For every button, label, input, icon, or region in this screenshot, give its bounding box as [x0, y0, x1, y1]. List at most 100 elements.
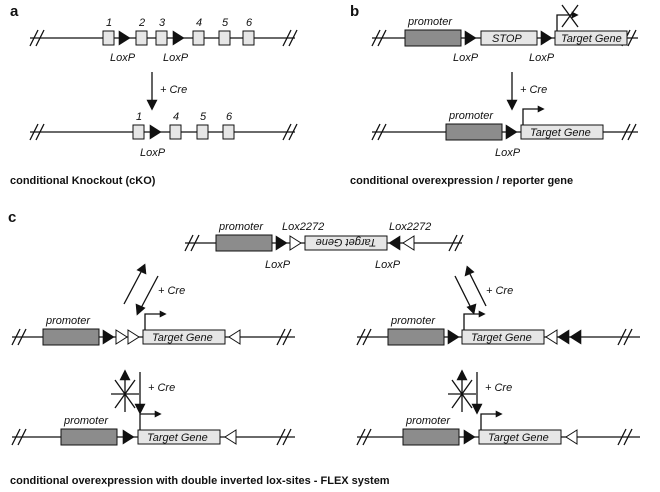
break-mark [29, 123, 45, 141]
arrow-head [471, 403, 483, 415]
promoter-box [42, 328, 100, 346]
caption-c: conditional overexpression with double i… [10, 475, 390, 487]
arrow-head [466, 303, 477, 315]
loxp-site-inverted [557, 329, 570, 345]
panel-label-a: a [10, 3, 19, 20]
break-mark [184, 234, 200, 252]
loxp-site [540, 30, 553, 46]
lox2272-site-inverted [228, 329, 241, 345]
exon-number: 4 [173, 111, 179, 123]
loxp-site [275, 235, 288, 251]
exon-number: 1 [136, 111, 142, 123]
c-left-middle-construct: promoter Target Gene [11, 310, 295, 346]
target-gene-label: Target Gene [488, 432, 549, 444]
loxp-label: LoxP [375, 259, 401, 271]
c-right-bottom-construct: promoter Target Gene [356, 410, 640, 446]
loxp-label: LoxP [265, 259, 291, 271]
blocked-cross [561, 4, 579, 28]
promoter-box [402, 428, 460, 446]
arrow-head [136, 263, 147, 275]
caption-a: conditional Knockout (cKO) [10, 175, 156, 187]
target-gene-box [554, 30, 628, 46]
loxp-site [505, 124, 518, 140]
stop-box [480, 30, 538, 46]
exon-1 [102, 30, 115, 46]
loxp-site [464, 30, 477, 46]
panel-label-b: b [350, 3, 359, 20]
target-gene-label: Target Gene [561, 33, 622, 45]
arrow-head [146, 99, 158, 111]
target-gene-inverted-box [304, 235, 388, 251]
break-mark [371, 123, 387, 141]
break-mark [371, 29, 387, 47]
break-mark [617, 428, 633, 446]
break-mark [29, 29, 45, 47]
cre-label: + Cre [520, 84, 547, 96]
target-gene-box [142, 329, 226, 345]
loxp-label: LoxP [110, 52, 136, 64]
lox2272-label: Lox2272 [389, 221, 431, 233]
loxp-site-inverted [569, 329, 582, 345]
break-mark [282, 29, 298, 47]
promoter-label: promoter [63, 415, 109, 427]
transcription-arrow [556, 14, 574, 31]
target-gene-label: Target Gene [152, 332, 213, 344]
lox2272-site [289, 235, 302, 251]
stop-label: STOP [492, 33, 522, 45]
break-mark [11, 328, 27, 346]
c-right-lower-arrows: + Cre [448, 369, 512, 415]
exon-number: 2 [138, 17, 145, 29]
arrow-head [134, 403, 146, 415]
break-mark [621, 123, 637, 141]
promoter-box [404, 29, 462, 47]
blocked-star [111, 379, 139, 409]
lox2272-site-inverted [402, 235, 415, 251]
loxp-site [172, 30, 185, 46]
loxp-site-inverted [388, 235, 401, 251]
arrow-head [456, 369, 468, 381]
exon-1 [132, 124, 145, 140]
break-mark [617, 328, 633, 346]
break-mark [356, 428, 372, 446]
promoter-label: promoter [218, 221, 264, 233]
exon-number: 4 [196, 17, 202, 29]
transcription-arrow [144, 313, 162, 330]
panel-c: promoter Target Gene Lox2272 Lox2272 Lox… [10, 221, 640, 487]
b-bottom-construct: promoter Target Gene LoxP [371, 105, 638, 159]
lox2272-site-inverted [565, 429, 578, 445]
break-mark [282, 123, 298, 141]
exon-number: 6 [246, 17, 253, 29]
arrow-head [464, 265, 475, 277]
exon-5 [218, 30, 231, 46]
exon-number: 1 [106, 17, 112, 29]
loxp-label: LoxP [453, 52, 479, 64]
target-gene-inverted-label: Target Gene [316, 236, 377, 248]
break-mark [276, 428, 292, 446]
cre-label: + Cre [160, 84, 187, 96]
exon-6 [222, 124, 235, 140]
exon-number: 6 [226, 111, 233, 123]
arrow-head [159, 310, 167, 318]
b-top-construct: promoter STOP Target Gene LoxP LoxP [371, 4, 638, 64]
loxp-site [102, 329, 115, 345]
cre-label: + Cre [158, 285, 185, 297]
exon-4 [192, 30, 205, 46]
promoter-label: promoter [45, 315, 91, 327]
target-gene-label: Target Gene [147, 432, 208, 444]
arrow-head [537, 105, 545, 113]
break-mark [356, 328, 372, 346]
lox2272-site-inverted [224, 429, 237, 445]
loxp-site [463, 429, 476, 445]
exon-6 [242, 30, 255, 46]
promoter-box [445, 123, 503, 141]
arrow-head [478, 310, 486, 318]
arrow-head [571, 11, 579, 19]
lox2272-site-inverted [545, 329, 558, 345]
loxp-site [447, 329, 460, 345]
exon-3 [155, 30, 168, 46]
cre-label: + Cre [485, 382, 512, 394]
c-top-construct: promoter Target Gene Lox2272 Lox2272 Lox… [184, 221, 464, 271]
loxp-site [122, 429, 135, 445]
c-right-middle-construct: promoter Target Gene [356, 310, 640, 346]
panel-a: 1 2 3 4 5 6 LoxP LoxP + Cre 1 4 5 6 Lo [10, 17, 298, 187]
